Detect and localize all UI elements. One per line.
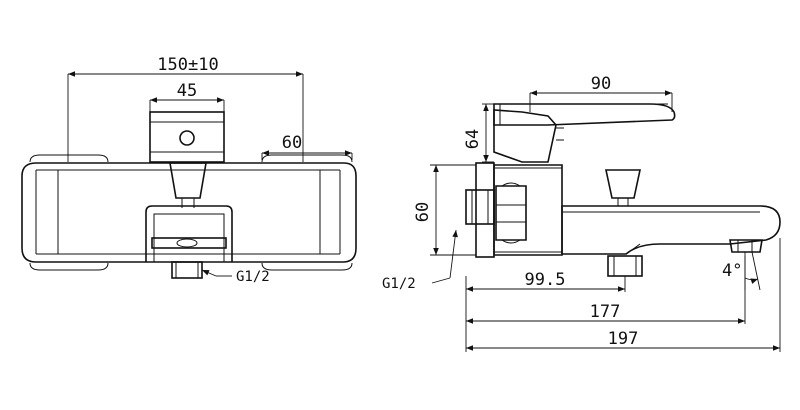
dim-spout-angle: 4°: [722, 261, 742, 281]
dim-right-body-width: 60: [282, 133, 302, 153]
handle-hole: [179, 130, 195, 146]
side-hex-nut: [495, 185, 527, 241]
side-dimensions: 90 64 60 G1/2 99.5 177 197 4°: [382, 74, 781, 352]
front-bottom-opening: [145, 205, 233, 262]
dim-handle-width: 45: [177, 81, 197, 101]
dim-lever-height: 64: [463, 129, 483, 149]
dim-overall-length: 197: [608, 329, 639, 349]
front-handle-head: [149, 111, 225, 163]
dim-lever-length: 90: [591, 74, 611, 94]
side-lever: [493, 103, 676, 126]
dim-body-height: 60: [413, 202, 433, 222]
label-front-thread: G1/2: [236, 269, 270, 285]
dim-spout-reach-1: 99.5: [525, 270, 566, 290]
side-cartridge-block: [493, 109, 557, 163]
side-wall-flange: [475, 162, 495, 258]
side-inlet-pipe: [465, 189, 495, 225]
dim-front-width: 150±10: [157, 55, 218, 75]
front-dimensions: 150±10 45 60 G1/2: [67, 55, 353, 285]
dim-spout-reach-2: 177: [590, 302, 621, 322]
front-view: [21, 111, 357, 279]
side-spout: [561, 205, 781, 255]
side-aerator: [729, 239, 763, 253]
side-bottom-outlet: [607, 255, 643, 277]
label-side-thread: G1/2: [382, 276, 416, 292]
side-diverter-knob: [605, 169, 641, 199]
side-view: [465, 103, 781, 277]
front-body-outline: [21, 162, 357, 263]
